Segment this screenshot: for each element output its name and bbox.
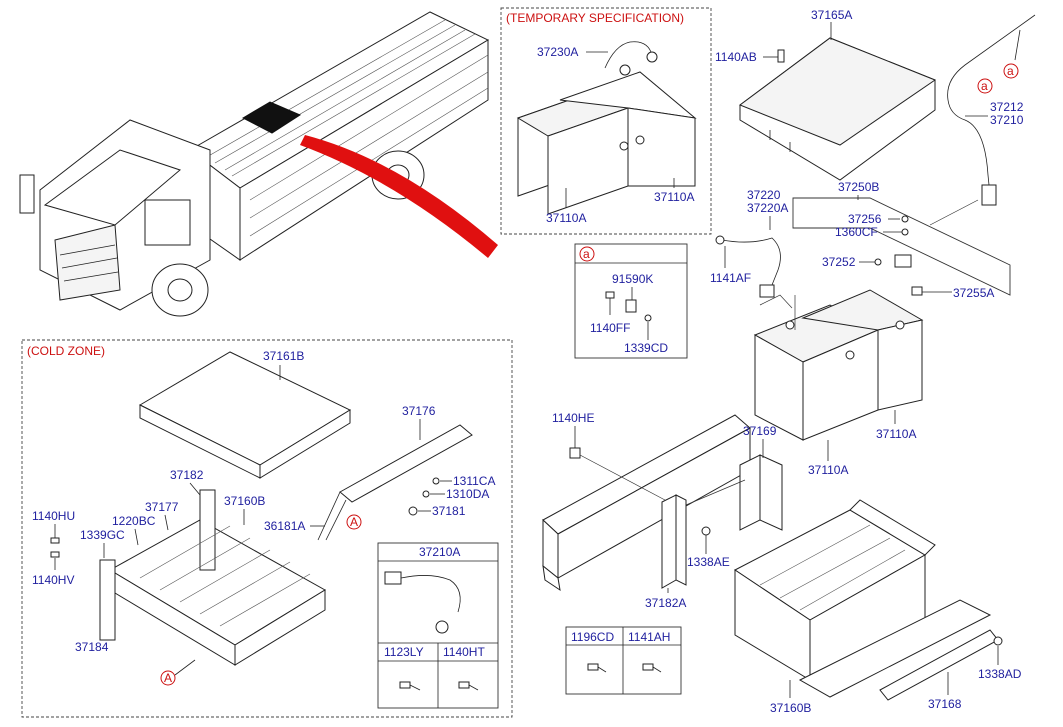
- label-37252: 37252: [822, 255, 856, 269]
- label-1140FF: 1140FF: [590, 321, 630, 335]
- main-battery-pair: [753, 289, 924, 441]
- label-1140HU: 1140HU: [32, 509, 75, 523]
- label-37161B: 37161B: [263, 349, 304, 363]
- label-36181A: 36181A: [264, 519, 305, 533]
- label-37182A: 37182A: [645, 596, 686, 610]
- label-37184: 37184: [75, 640, 109, 654]
- label-37110A-main-1: 37110A: [876, 427, 916, 441]
- label-37220: 37220: [747, 188, 781, 202]
- cold-zone-frame: [21, 339, 513, 718]
- ref-a-1: a: [981, 79, 988, 93]
- label-1339CD: 1339CD: [624, 341, 668, 355]
- label-1338AD: 1338AD: [978, 667, 1022, 681]
- label-37176: 37176: [402, 404, 436, 418]
- ground-cable: [947, 14, 1036, 206]
- label-1311CA: 1311CA: [453, 474, 495, 488]
- label-1339GC: 1339GC: [80, 528, 125, 542]
- label-1123LY: 1123LY: [384, 645, 424, 659]
- label-37110A-main-2: 37110A: [808, 463, 848, 477]
- label-1141AH: 1141AH: [628, 630, 670, 644]
- ref-a-2: a: [1007, 64, 1014, 78]
- label-37181: 37181: [432, 504, 466, 518]
- label-1196CD: 1196CD: [571, 630, 614, 644]
- label-37230A: 37230A: [537, 45, 578, 59]
- truck-illustration: [19, 11, 498, 317]
- bracket-37169: [739, 454, 783, 531]
- label-37160B-main: 37160B: [770, 701, 811, 715]
- frame-channel: [542, 414, 751, 592]
- cold-zone-cover: [138, 351, 352, 479]
- label-37212: 37212: [990, 100, 1024, 114]
- label-37110A-temp-1: 37110A: [546, 211, 586, 225]
- label-1338AE: 1338AE: [687, 555, 730, 569]
- cold-zone-title: (COLD ZONE): [27, 344, 105, 358]
- battery-cover: [738, 37, 937, 181]
- label-37160B-cold: 37160B: [224, 494, 265, 508]
- label-37210: 37210: [990, 113, 1024, 127]
- label-1140HV: 1140HV: [32, 573, 74, 587]
- ref-A-2: A: [164, 671, 172, 685]
- label-1141AF: 1141AF: [710, 271, 751, 285]
- label-1140HT: 1140HT: [443, 645, 485, 659]
- label-1310DA: 1310DA: [446, 487, 489, 501]
- location-arrow: [300, 135, 498, 258]
- label-37255A: 37255A: [953, 286, 994, 300]
- label-37165A: 37165A: [811, 8, 852, 22]
- label-37256: 37256: [848, 212, 882, 226]
- label-37210A: 37210A: [419, 545, 460, 559]
- inset-bolts-frame: [565, 626, 682, 695]
- label-37169: 37169: [743, 424, 777, 438]
- ref-A-1: A: [350, 515, 358, 529]
- bracket-37182A: [661, 494, 687, 589]
- label-37220A: 37220A: [747, 201, 788, 215]
- label-1140HE: 1140HE: [552, 411, 594, 425]
- label-91590K: 91590K: [612, 272, 653, 286]
- label-1140AB: 1140AB: [715, 50, 757, 64]
- temporary-battery-pair: [516, 41, 697, 215]
- inset-a-ref: a: [583, 247, 590, 261]
- label-37110A-temp-2: 37110A: [654, 190, 694, 204]
- temporary-spec-frame: [500, 7, 712, 235]
- cold-zone-tray: [99, 489, 326, 666]
- main-battery-tray: [734, 499, 992, 698]
- label-37250B: 37250B: [838, 180, 879, 194]
- label-1360CF: 1360CF: [835, 225, 878, 239]
- label-37168: 37168: [928, 697, 962, 711]
- label-37177: 37177: [145, 500, 179, 514]
- label-1220BC: 1220BC: [112, 514, 156, 528]
- label-37182: 37182: [170, 468, 204, 482]
- temporary-spec-title: (TEMPORARY SPECIFICATION): [506, 11, 684, 25]
- inset-a-frame: [574, 243, 688, 359]
- cold-zone-strap: [317, 424, 473, 541]
